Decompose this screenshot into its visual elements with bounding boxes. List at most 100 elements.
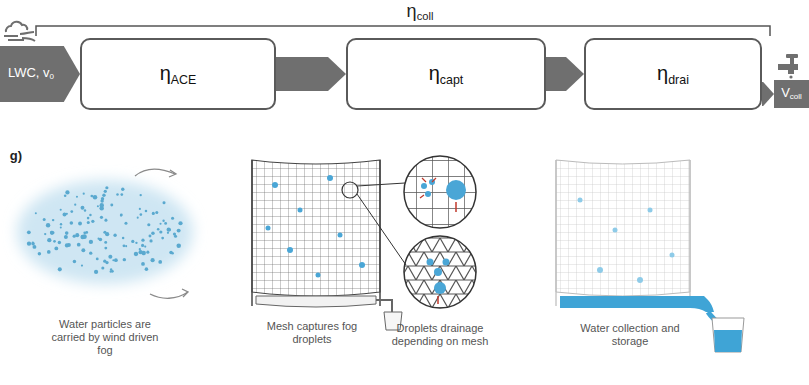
fog-droplet	[73, 235, 76, 238]
fog-mesh	[556, 160, 690, 296]
fog-droplet	[149, 234, 152, 237]
fog-droplet	[65, 231, 69, 235]
fog-droplet	[53, 240, 56, 243]
fog-droplet	[74, 204, 76, 206]
fog-droplet	[158, 260, 162, 264]
process-box: ηACE	[80, 38, 276, 110]
wind-icon	[4, 32, 35, 41]
fog-droplet	[64, 235, 68, 239]
fog-droplet	[60, 209, 62, 211]
zoom-spot	[342, 182, 358, 198]
flow-arrow	[546, 57, 584, 91]
fog-cloud	[17, 180, 193, 284]
panel-letter: g)	[4, 148, 28, 164]
fog-droplet	[110, 204, 113, 207]
fog-droplet	[64, 194, 67, 197]
fog-droplet	[146, 251, 149, 254]
tap-stem	[790, 58, 794, 64]
input-arrow: LWC, v0	[0, 46, 62, 102]
fog-droplet	[163, 201, 166, 204]
tap-icon	[778, 54, 798, 79]
fog-droplet	[123, 258, 126, 261]
fog-droplet	[157, 228, 160, 231]
fog-droplet	[70, 221, 74, 225]
fog-droplet	[151, 231, 155, 235]
fog-droplet	[103, 231, 106, 234]
gutter	[256, 296, 376, 307]
fog-droplet	[97, 238, 99, 240]
mesh-pole	[555, 160, 556, 306]
fog-droplet	[81, 248, 85, 252]
fog-droplet	[171, 217, 174, 220]
fog-droplet	[141, 238, 144, 241]
output-arrow: Vcoll	[774, 80, 809, 108]
fog-droplet	[167, 228, 171, 232]
fog-droplet	[159, 230, 162, 233]
fog-droplet	[149, 239, 152, 242]
flow-arrow	[276, 57, 346, 91]
fog-droplet	[31, 242, 35, 246]
fog-droplet	[123, 244, 126, 247]
subscript: capt	[440, 72, 463, 86]
fog-droplet	[84, 209, 86, 211]
fog-droplet	[135, 242, 137, 244]
fog-droplet	[101, 266, 104, 269]
fog-droplet	[100, 203, 104, 207]
node-text: Vcoll	[781, 86, 802, 102]
fog-droplet	[114, 258, 118, 262]
drain-pipe	[376, 300, 392, 312]
fog-droplet	[27, 242, 31, 246]
fog-droplet	[27, 230, 31, 234]
water-gutter	[560, 296, 714, 312]
zoom-square-mesh	[404, 156, 476, 228]
fog-wind-icon	[4, 22, 35, 41]
wind-arrow	[135, 169, 175, 176]
main-text: LWC, v	[8, 65, 50, 80]
fog-droplet	[101, 197, 104, 200]
fog-droplet	[50, 231, 53, 234]
fog-droplet	[155, 211, 158, 214]
fog-droplet	[78, 222, 82, 226]
main-text: V	[781, 85, 790, 100]
fog-droplet	[89, 240, 93, 244]
fog-droplet	[108, 255, 112, 259]
fog-droplet	[65, 190, 69, 194]
fog-droplet	[97, 205, 99, 207]
tap-spout	[778, 64, 798, 74]
fog-droplet	[112, 259, 114, 261]
fog-droplet	[32, 241, 34, 243]
fog-droplet	[124, 222, 127, 225]
fog-droplet	[100, 216, 103, 219]
fog-droplet	[60, 223, 62, 225]
flow-arrow	[62, 46, 80, 102]
fog-droplet	[33, 245, 37, 249]
fog-droplet	[131, 240, 134, 243]
fog-droplet	[177, 229, 181, 233]
fog-droplet	[105, 186, 108, 189]
node-text: ηcapt	[429, 62, 464, 87]
fog-droplet	[70, 210, 73, 213]
mesh-pole	[251, 160, 253, 306]
main-text: η	[429, 62, 440, 84]
fog-droplet	[111, 270, 114, 273]
fog-droplet	[81, 206, 85, 210]
fog-droplet	[174, 235, 177, 238]
main-text: η	[657, 62, 668, 84]
fog-droplet	[50, 231, 54, 235]
fog-droplet	[164, 222, 167, 225]
fog-droplet	[46, 223, 50, 227]
fog-droplet	[58, 267, 62, 271]
wind-arrowhead	[169, 170, 176, 177]
fog-droplet	[141, 262, 145, 266]
fog-droplet	[35, 212, 37, 214]
fog-droplet	[150, 258, 154, 262]
fog-droplet	[89, 214, 92, 217]
step-caption: Water particles are carried by wind driv…	[49, 318, 161, 358]
process-box: ηdrai	[584, 38, 762, 110]
fog-droplet	[145, 210, 148, 213]
fog-droplets	[27, 186, 183, 274]
fog-droplet	[139, 208, 141, 210]
fog-droplet	[178, 221, 182, 225]
